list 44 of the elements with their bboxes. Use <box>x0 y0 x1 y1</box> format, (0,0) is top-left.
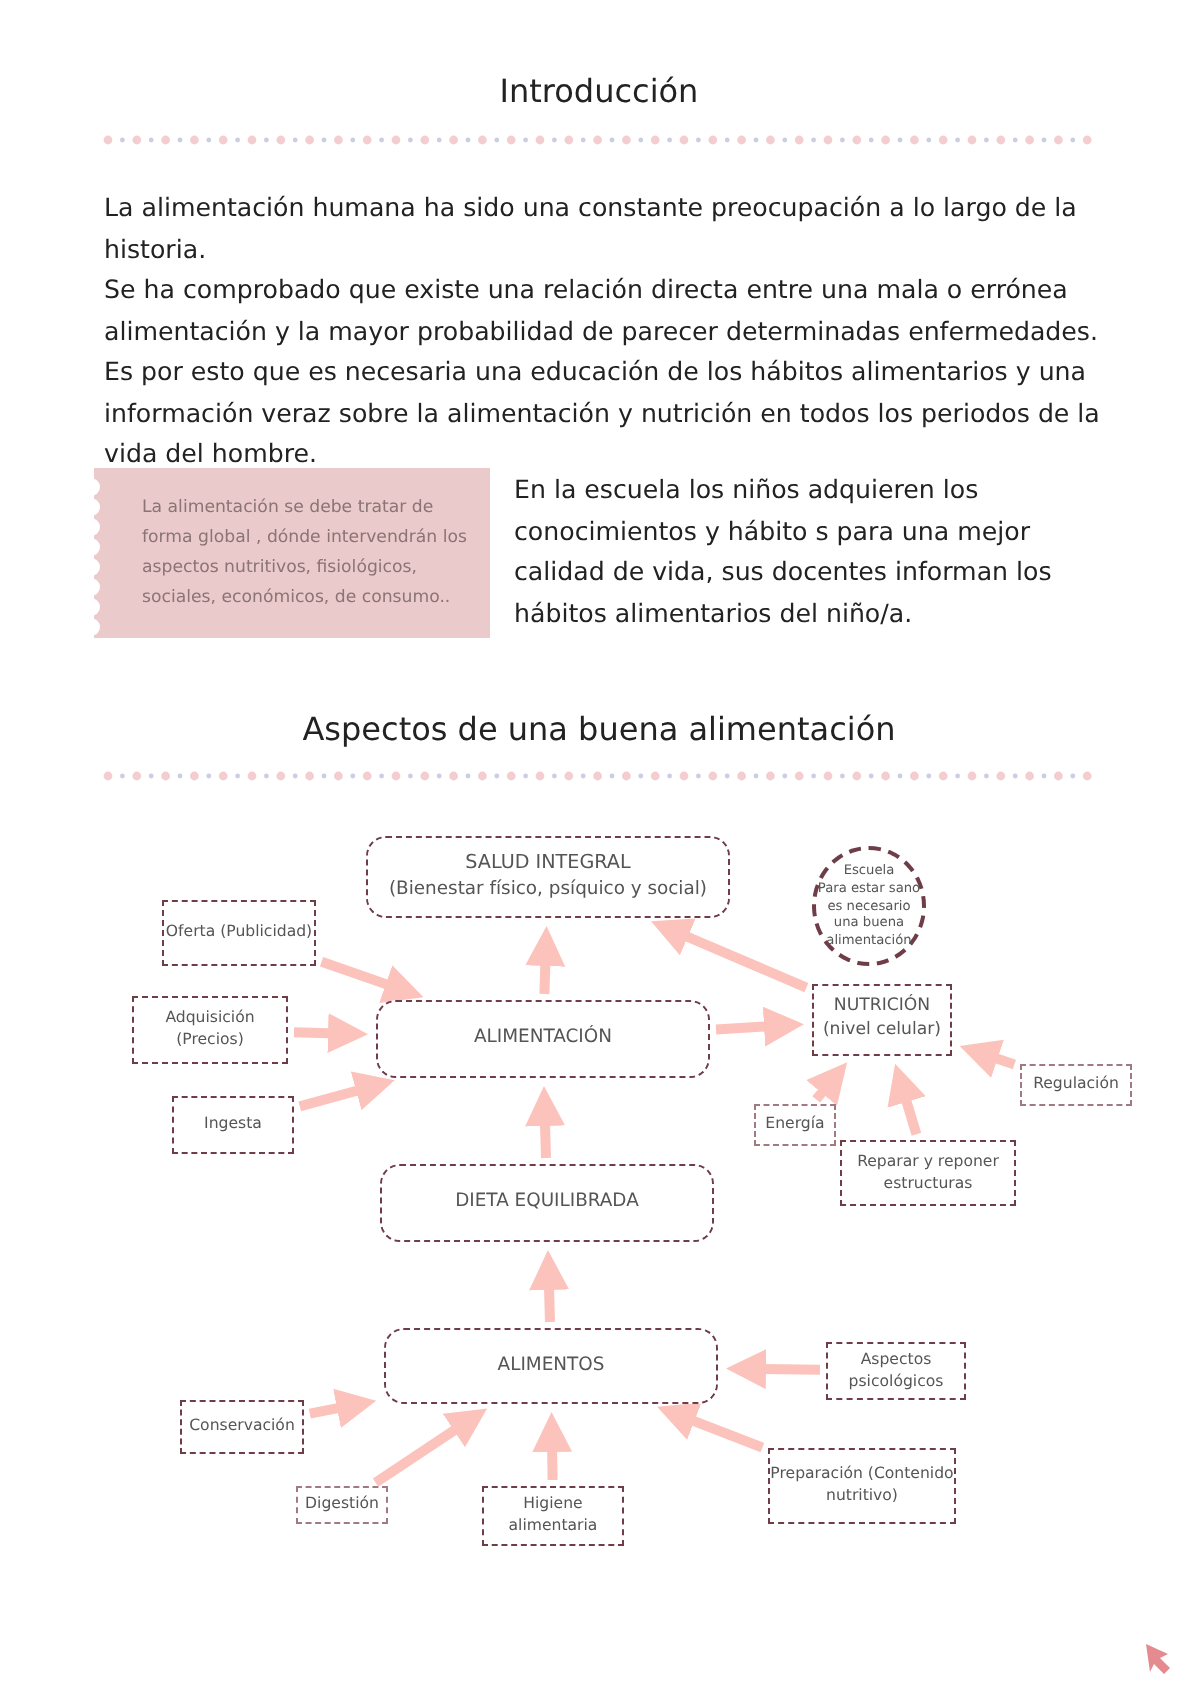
paragraph: En la escuela los niños adquieren los conocimientos y hábito s para una mejor calidad de vida, sus docentes informan los hábitos alimentarios del niño/a. <box>514 472 1054 632</box>
arrow <box>657 1402 765 1453</box>
arrow <box>372 1408 488 1487</box>
arrow <box>959 1039 1016 1078</box>
paragraph: La alimentación humana ha sido una constante preocupación a lo largo de la historia. <box>104 190 1079 268</box>
page-title: Introducción <box>497 72 701 110</box>
arrow <box>715 1006 804 1047</box>
arrow <box>308 1388 377 1428</box>
node-text: La alimentación se debe tratar de forma global , dónde intervendrán los aspectos nutritivos, fisiológicos, sociales, económicos, de consumo.. <box>142 496 469 612</box>
arrow <box>298 1071 395 1112</box>
arrow <box>532 1412 573 1481</box>
rounded-box <box>380 1164 714 1242</box>
node-text: ALIMENTOS <box>497 1353 605 1379</box>
dashed-box <box>826 1342 966 1400</box>
arrow <box>726 1349 821 1390</box>
dashed-box <box>840 1140 1016 1206</box>
arrow <box>319 957 424 1003</box>
node-text: NUTRICIÓN (nivel celular) <box>820 996 944 1044</box>
rounded-box <box>366 836 730 918</box>
dashed-box <box>754 1104 836 1146</box>
dashed-box <box>812 984 952 1056</box>
node-text: DIETA EQUILIBRADA <box>455 1190 639 1216</box>
arrow <box>529 1250 570 1323</box>
dashed-box <box>768 1448 956 1524</box>
arrow <box>651 918 809 993</box>
arrow <box>887 1063 926 1136</box>
section-heading: Aspectos de una buena alimentación <box>300 710 898 748</box>
node-text: SALUD INTEGRAL <box>465 851 631 878</box>
node-text: ALIMENTACIÓN <box>474 1026 612 1052</box>
arrow <box>806 1062 848 1106</box>
arrow <box>293 1013 368 1054</box>
arrow <box>525 1086 566 1159</box>
dashed-box <box>172 1096 294 1154</box>
paragraph: Se ha comprobado que existe una relación directa entre una mala o errónea alimentación y la mayor probabilidad de parecer determinadas enfermedades. Es por esto que es necesaria una educación de los hábitos alimentarios y una información veraz sobre la alimentación y nutrición en todos los periodos de la vida del hombre. <box>104 272 1102 473</box>
dashed-box <box>162 900 316 966</box>
dashed-box <box>132 996 288 1064</box>
arrow <box>525 926 566 995</box>
dashed-box <box>1020 1064 1132 1106</box>
rounded-box <box>376 1000 710 1078</box>
dashed-box <box>296 1486 388 1524</box>
dashed-box <box>180 1400 304 1454</box>
node-subtext: (Bienestar físico, psíquico y social) <box>388 877 708 903</box>
rounded-box <box>384 1328 718 1404</box>
dashed-box <box>482 1486 624 1546</box>
